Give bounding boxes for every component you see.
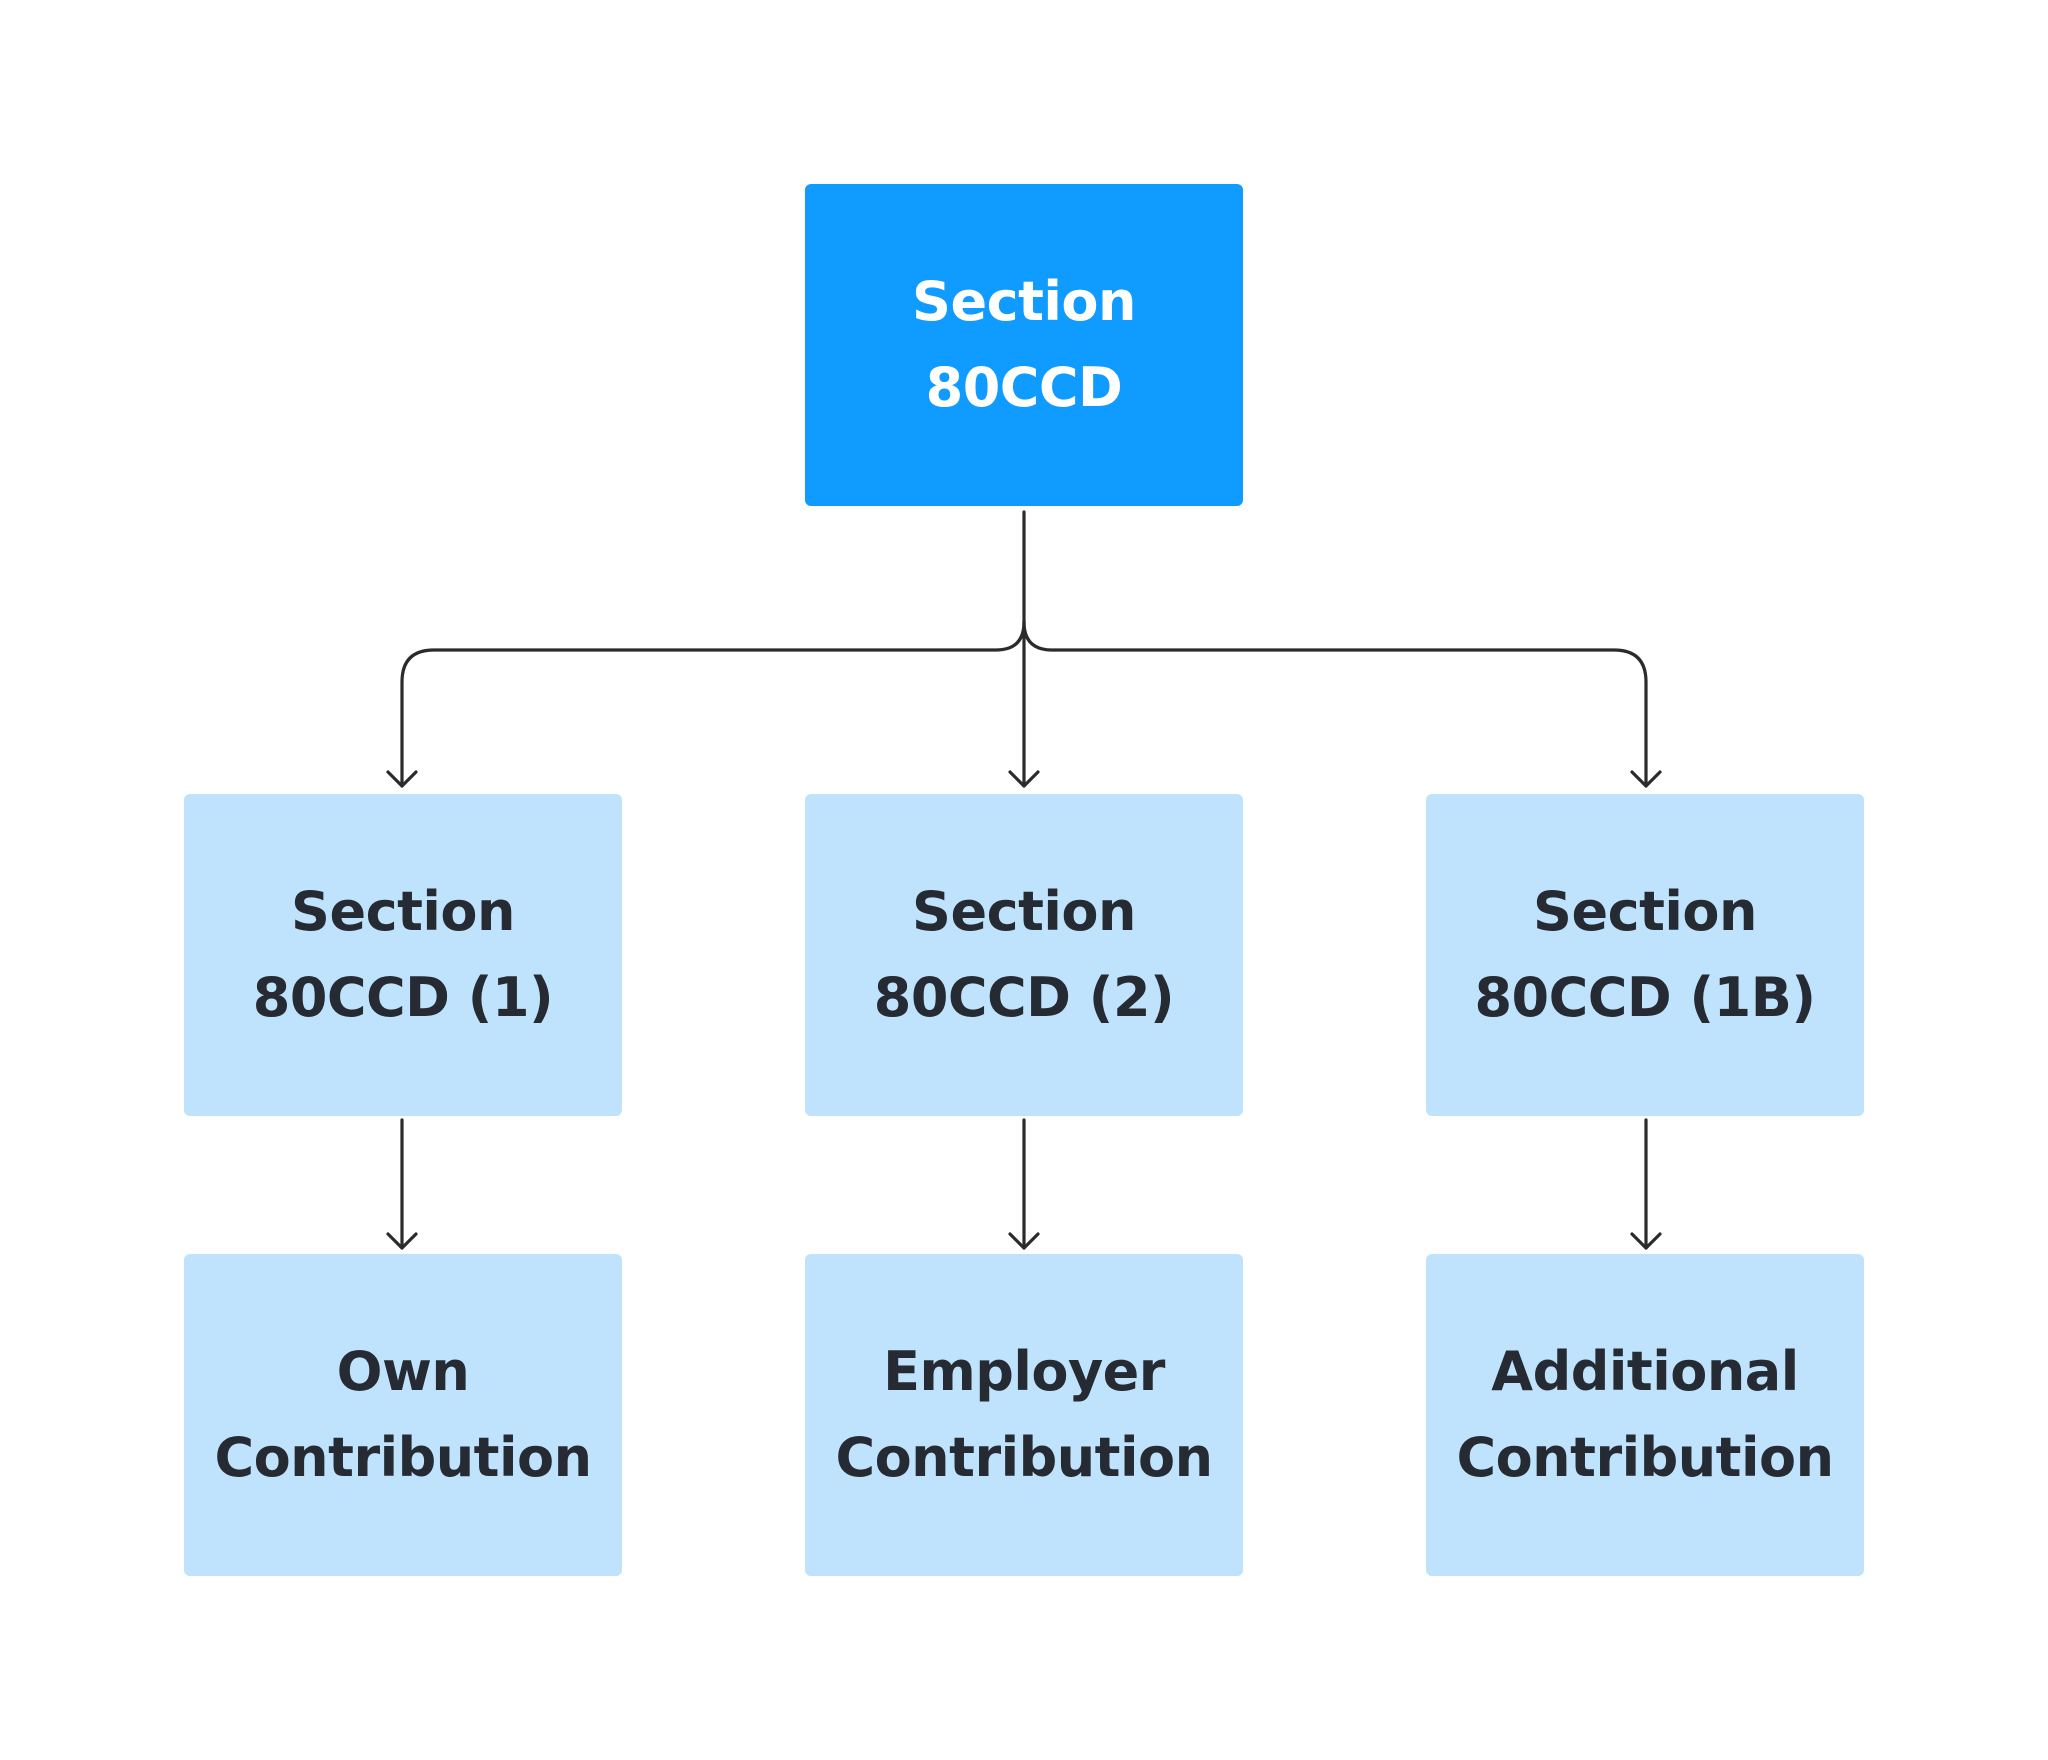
- arrowhead-middle-lower: [1008, 1232, 1040, 1250]
- connector-branch-left: [400, 620, 1026, 788]
- node-section-80ccd-1b: Section 80CCD (1B): [1426, 794, 1864, 1116]
- arrowhead-right-lower: [1630, 1232, 1662, 1250]
- node-label-line1: Section: [912, 880, 1136, 943]
- node-label-line2: 80CCD (1B): [1474, 966, 1816, 1029]
- node-section-80ccd-2: Section 80CCD (2): [805, 794, 1243, 1116]
- node-additional-contribution: Additional Contribution: [1426, 1254, 1864, 1576]
- node-own-contribution: Own Contribution: [184, 1254, 622, 1576]
- node-section-80ccd: Section 80CCD: [805, 184, 1243, 506]
- arrowhead-right-section: [1630, 770, 1662, 788]
- node-label-line2: Contribution: [214, 1426, 592, 1489]
- node-label-line2: 80CCD (1): [252, 966, 554, 1029]
- node-label-line2: 80CCD (2): [873, 966, 1175, 1029]
- node-label-line1: Section: [912, 270, 1136, 333]
- node-section-80ccd-1: Section 80CCD (1): [184, 794, 622, 1116]
- connector-branch-right: [1022, 620, 1648, 788]
- node-label-line2: 80CCD: [925, 356, 1123, 419]
- node-label-line1: Own: [336, 1340, 470, 1403]
- node-label-line1: Section: [291, 880, 515, 943]
- node-label-line2: Contribution: [1456, 1426, 1834, 1489]
- arrowhead-middle-section: [1008, 770, 1040, 788]
- node-label-line1: Employer: [883, 1340, 1165, 1403]
- node-label-line1: Additional: [1491, 1340, 1799, 1403]
- node-label-line1: Section: [1533, 880, 1757, 943]
- arrowhead-left-lower: [386, 1232, 418, 1250]
- arrowhead-left-section: [386, 770, 418, 788]
- node-employer-contribution: Employer Contribution: [805, 1254, 1243, 1576]
- node-label-line2: Contribution: [835, 1426, 1213, 1489]
